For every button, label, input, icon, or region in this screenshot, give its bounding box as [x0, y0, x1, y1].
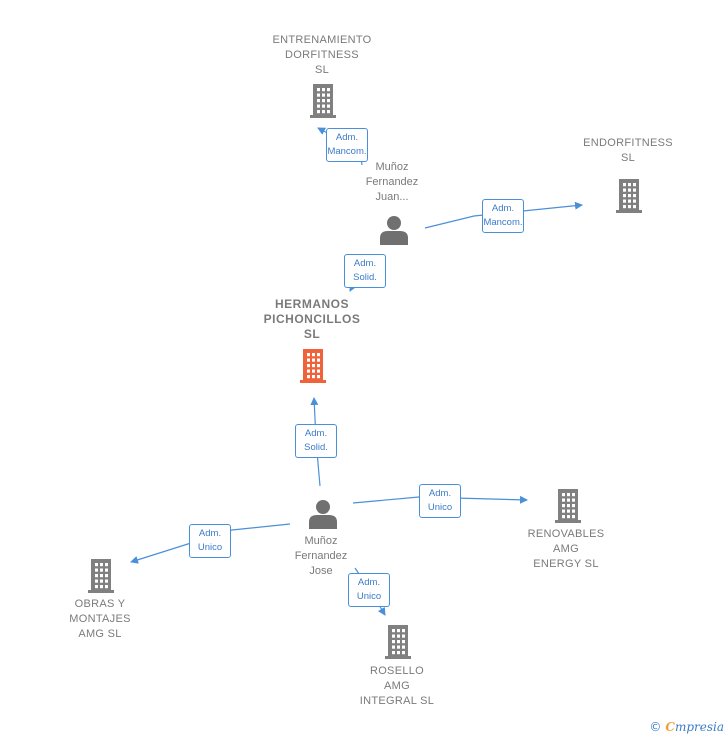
building-icon[interactable]: [385, 625, 411, 659]
edge-label-jose-to-hermanos[interactable]: Adm. Solid.: [295, 424, 337, 458]
brand-initial: C: [665, 720, 675, 734]
building-icon[interactable]: [88, 559, 114, 593]
person-icon[interactable]: [380, 216, 408, 245]
node-label-renovables[interactable]: RENOVABLES AMG ENERGY SL: [527, 528, 605, 570]
node-label-juan[interactable]: Muñoz Fernandez Juan...: [365, 161, 419, 203]
empresia-watermark[interactable]: ©Cmpresia: [649, 720, 724, 734]
brand-name: mpresia: [674, 720, 724, 734]
building-icon[interactable]: [300, 349, 326, 383]
node-label-obras[interactable]: OBRAS Y MONTAJES AMG SL: [69, 598, 131, 640]
edge-label-juan-to-entrenamiento[interactable]: Adm. Mancom.: [326, 128, 368, 162]
edge-jose-to-obras: [130, 523, 291, 564]
node-label-endorfitness[interactable]: ENDORFITNESS SL: [583, 137, 673, 164]
node-label-rosello[interactable]: ROSELLO AMG INTEGRAL SL: [359, 665, 435, 707]
edge-label-jose-to-obras[interactable]: Adm. Unico: [189, 524, 231, 558]
edge-label-jose-to-renovables[interactable]: Adm. Unico: [419, 484, 461, 518]
edge-juan-to-endorfitness: [424, 201, 583, 229]
person-icon[interactable]: [309, 500, 337, 529]
building-icon[interactable]: [310, 84, 336, 118]
node-label-hermanos[interactable]: HERMANOS PICHONCILLOS SL: [263, 297, 361, 341]
edge-label-juan-to-endorfitness[interactable]: Adm. Mancom.: [482, 199, 524, 233]
building-icon[interactable]: [555, 489, 581, 523]
copyright-symbol: ©: [649, 720, 662, 734]
edge-label-juan-to-hermanos[interactable]: Adm. Solid.: [344, 254, 386, 288]
node-label-entrenamiento[interactable]: ENTRENAMIENTO DORFITNESS SL: [272, 34, 372, 76]
edge-label-jose-to-rosello[interactable]: Adm. Unico: [348, 573, 390, 607]
building-icon[interactable]: [616, 179, 642, 213]
node-label-jose[interactable]: Muñoz Fernandez Jose: [294, 535, 348, 577]
